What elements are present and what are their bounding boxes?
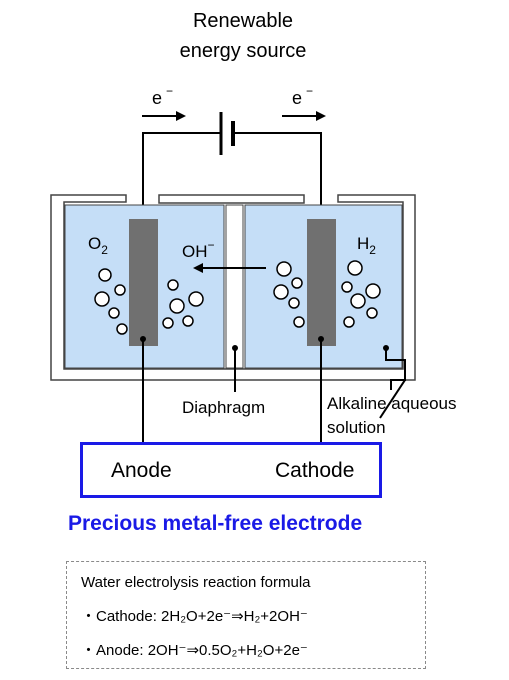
formula-title: Water electrolysis reaction formula xyxy=(81,574,311,591)
solution-label-line1: Alkaline aqueous xyxy=(327,394,456,413)
cathode-reaction: ・Cathode: 2H₂O+2e⁻⇒H₂+2OH⁻ xyxy=(81,608,308,625)
electron-label-left: e xyxy=(152,88,162,108)
source-label-line2: energy source xyxy=(180,40,307,62)
leader-lines xyxy=(142,339,406,445)
cathode-electrode xyxy=(307,219,336,346)
hydrogen-label: H2 xyxy=(357,234,376,257)
electron-label-right: e xyxy=(292,88,302,108)
anode-electrode xyxy=(129,219,158,346)
headline: Precious metal-free electrode xyxy=(68,512,363,535)
diaphragm xyxy=(225,204,244,369)
battery-icon xyxy=(219,112,235,155)
solution-label-line2: solution xyxy=(327,418,386,437)
electron-charge-right: − xyxy=(306,84,313,98)
hydroxide-migration-arrow xyxy=(193,263,266,273)
cathode-label: Cathode xyxy=(275,459,355,482)
hydroxide-label: OH− xyxy=(182,238,215,261)
electrode-label-box: Anode Cathode xyxy=(80,442,382,498)
anode-label: Anode xyxy=(111,459,172,482)
hydrogen-bubbles xyxy=(273,260,381,328)
source-label-line1: Renewable xyxy=(193,10,293,32)
electron-charge-left: − xyxy=(166,84,173,98)
anode-reaction: ・Anode: 2OH⁻⇒0.5O₂+H₂O+2e⁻ xyxy=(81,642,308,659)
diaphragm-label: Diaphragm xyxy=(182,398,265,417)
electron-flow-arrows xyxy=(142,111,326,121)
reaction-formula-box: Water electrolysis reaction formula ・Cat… xyxy=(66,561,426,669)
oxygen-bubbles xyxy=(94,268,204,335)
circuit-wires xyxy=(142,132,322,222)
leader-dots xyxy=(140,336,389,351)
tank xyxy=(50,194,416,381)
oxygen-label: O2 xyxy=(88,234,108,257)
